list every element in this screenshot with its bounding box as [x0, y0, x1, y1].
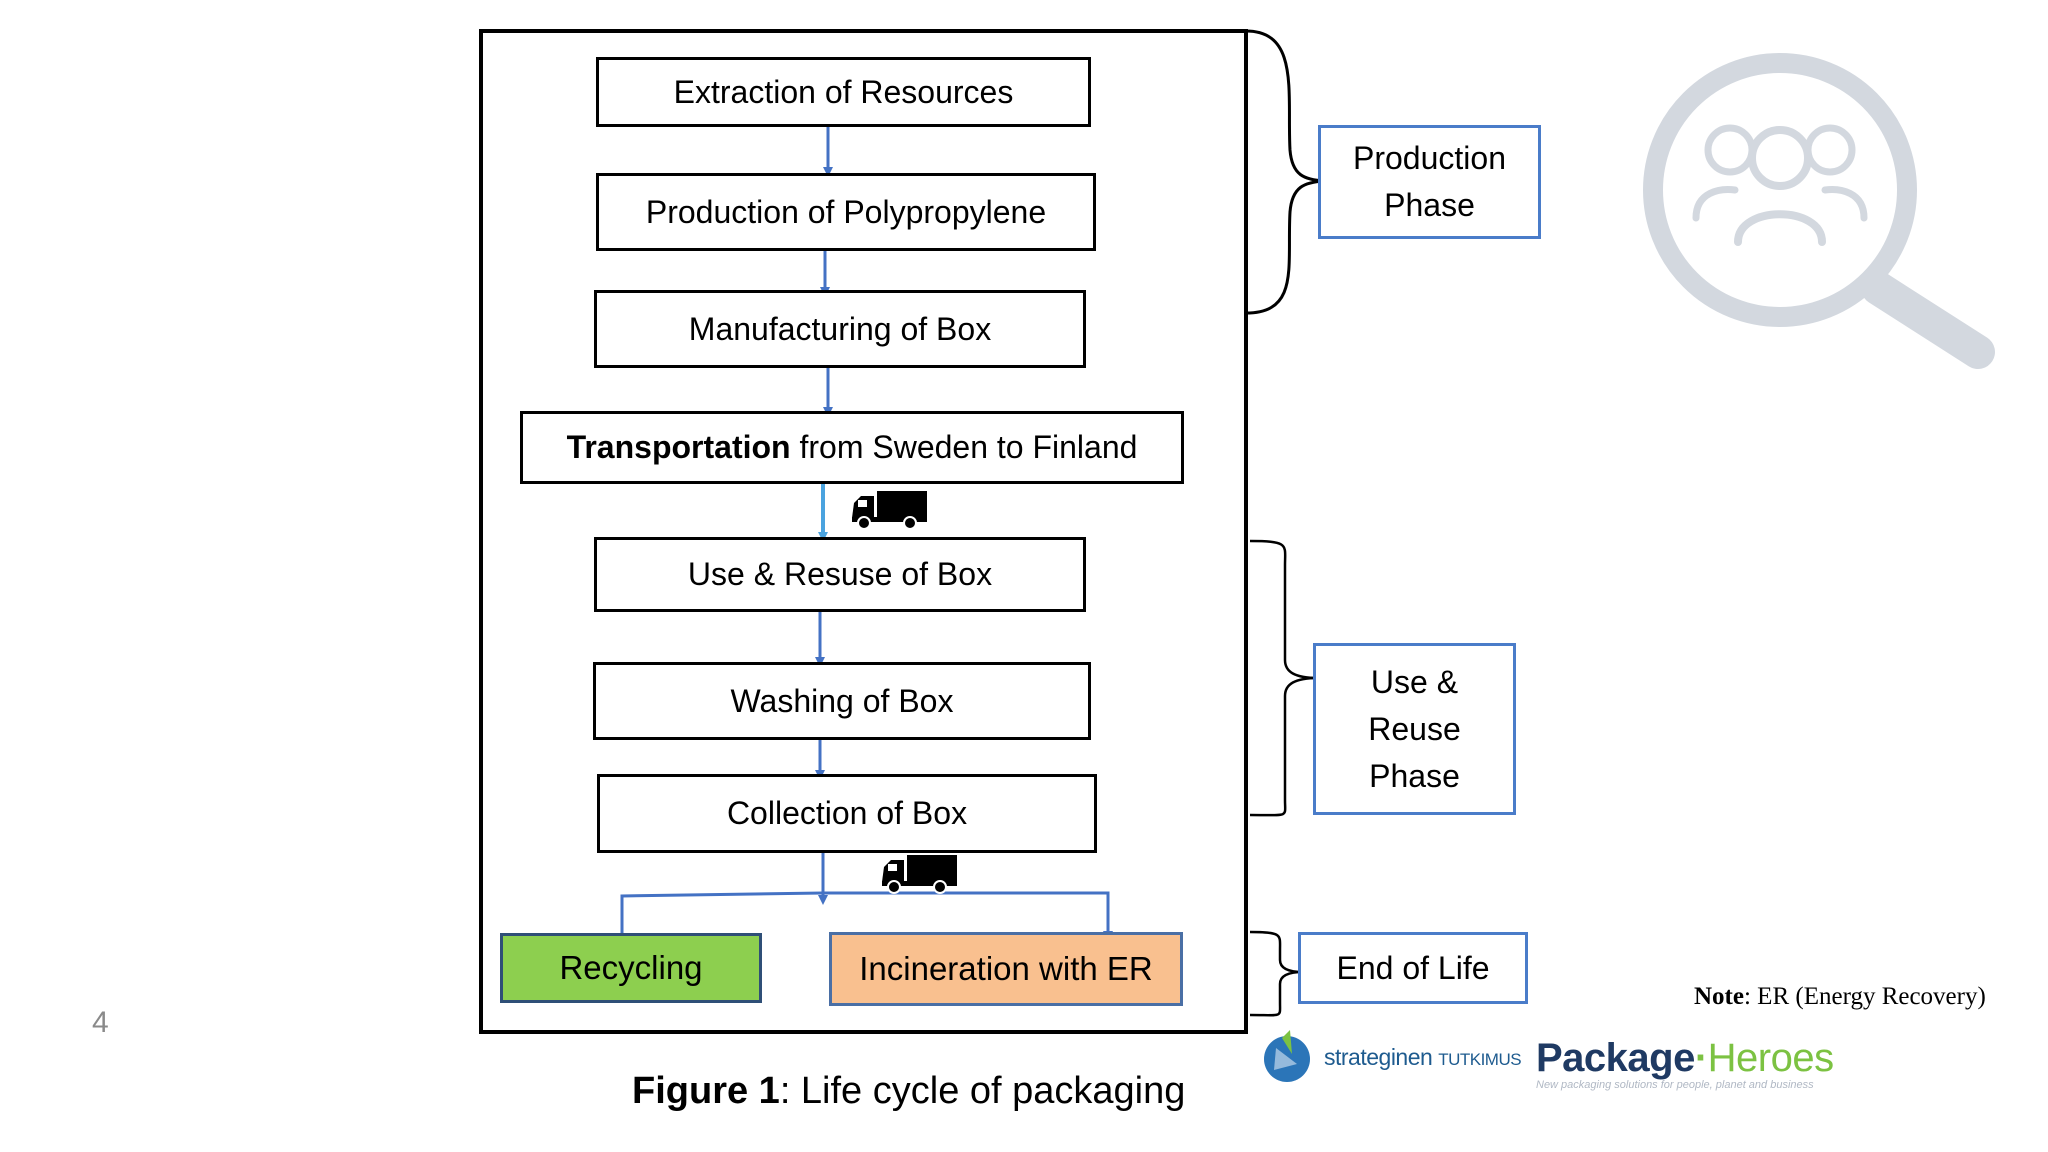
- heroes-word: Heroes: [1707, 1036, 1834, 1080]
- phase-end-of-life: End of Life: [1298, 932, 1528, 1004]
- package-heroes-logo: Package·Heroes New packaging solutions f…: [1536, 1036, 1834, 1091]
- outcome-incineration-label: Incineration with ER: [859, 950, 1153, 987]
- outcome-recycling: Recycling: [500, 933, 762, 1003]
- note-label: Note: [1694, 983, 1744, 1010]
- package-word: Package: [1536, 1036, 1695, 1080]
- step-manufacturing-label: Manufacturing of Box: [688, 310, 992, 347]
- logo-dot: ·: [1694, 1036, 1708, 1080]
- phase-production-label: Production Phase: [1353, 140, 1506, 223]
- caption-label: Figure 1: [632, 1070, 780, 1112]
- figure-caption: Figure 1: Life cycle of packaging: [632, 1070, 1185, 1113]
- brace-use: [1249, 539, 1319, 817]
- lifecycle-frame: [479, 29, 1248, 1034]
- brace-production: [1245, 29, 1326, 315]
- brace-end-of-life: [1249, 930, 1304, 1017]
- arrow-to-incineration: [823, 891, 1113, 941]
- step-polypropylene: Production of Polypropylene: [596, 173, 1096, 251]
- step-extraction: Extraction of Resources: [596, 57, 1091, 127]
- tutkimus-word: TUTKIMUS: [1438, 1049, 1522, 1069]
- step-washing-label: Washing of Box: [730, 682, 954, 719]
- user-search-icon: [1643, 53, 1995, 369]
- strateginen-word: strateginen: [1324, 1043, 1433, 1070]
- truck-icon: [882, 855, 957, 894]
- phase-use-reuse: Use & Reuse Phase: [1313, 643, 1516, 815]
- outcome-recycling-label: Recycling: [559, 949, 703, 986]
- step-transportation: Transportation from Sweden to Finland: [520, 411, 1184, 484]
- step-transportation-bold: Transportation: [566, 429, 791, 465]
- step-washing: Washing of Box: [593, 662, 1091, 740]
- package-heroes-tagline: New packaging solutions for people, plan…: [1536, 1079, 1814, 1091]
- strateginen-tutkimus-logo: strateginen TUTKIMUS: [1262, 1030, 1522, 1084]
- truck-icon: [852, 491, 927, 530]
- step-collection-label: Collection of Box: [726, 795, 968, 831]
- step-collection: Collection of Box: [597, 774, 1097, 853]
- outcome-incineration: Incineration with ER: [829, 932, 1183, 1006]
- caption-text: : Life cycle of packaging: [779, 1070, 1186, 1112]
- strateginen-logo-mark: [1264, 1030, 1310, 1082]
- step-transportation-rest: from Sweden to Finland: [790, 429, 1138, 465]
- note-text: : ER (Energy Recovery): [1743, 983, 1986, 1010]
- phase-use-reuse-label: Use & Reuse Phase: [1368, 663, 1461, 794]
- step-manufacturing: Manufacturing of Box: [594, 290, 1086, 368]
- step-use-reuse: Use & Resuse of Box: [594, 537, 1086, 612]
- page-number: 4: [92, 1006, 109, 1039]
- step-use-reuse-label: Use & Resuse of Box: [687, 556, 993, 592]
- step-extraction-label: Extraction of Resources: [673, 73, 1014, 110]
- phase-end-of-life-label: End of Life: [1336, 949, 1490, 986]
- step-polypropylene-label: Production of Polypropylene: [645, 193, 1047, 230]
- strateginen-logo-text: strateginen TUTKIMUS: [1324, 1043, 1522, 1071]
- note: Note: ER (Energy Recovery): [1694, 983, 1986, 1011]
- phase-production: Production Phase: [1318, 125, 1541, 239]
- arrow-to-recycling: [617, 891, 824, 943]
